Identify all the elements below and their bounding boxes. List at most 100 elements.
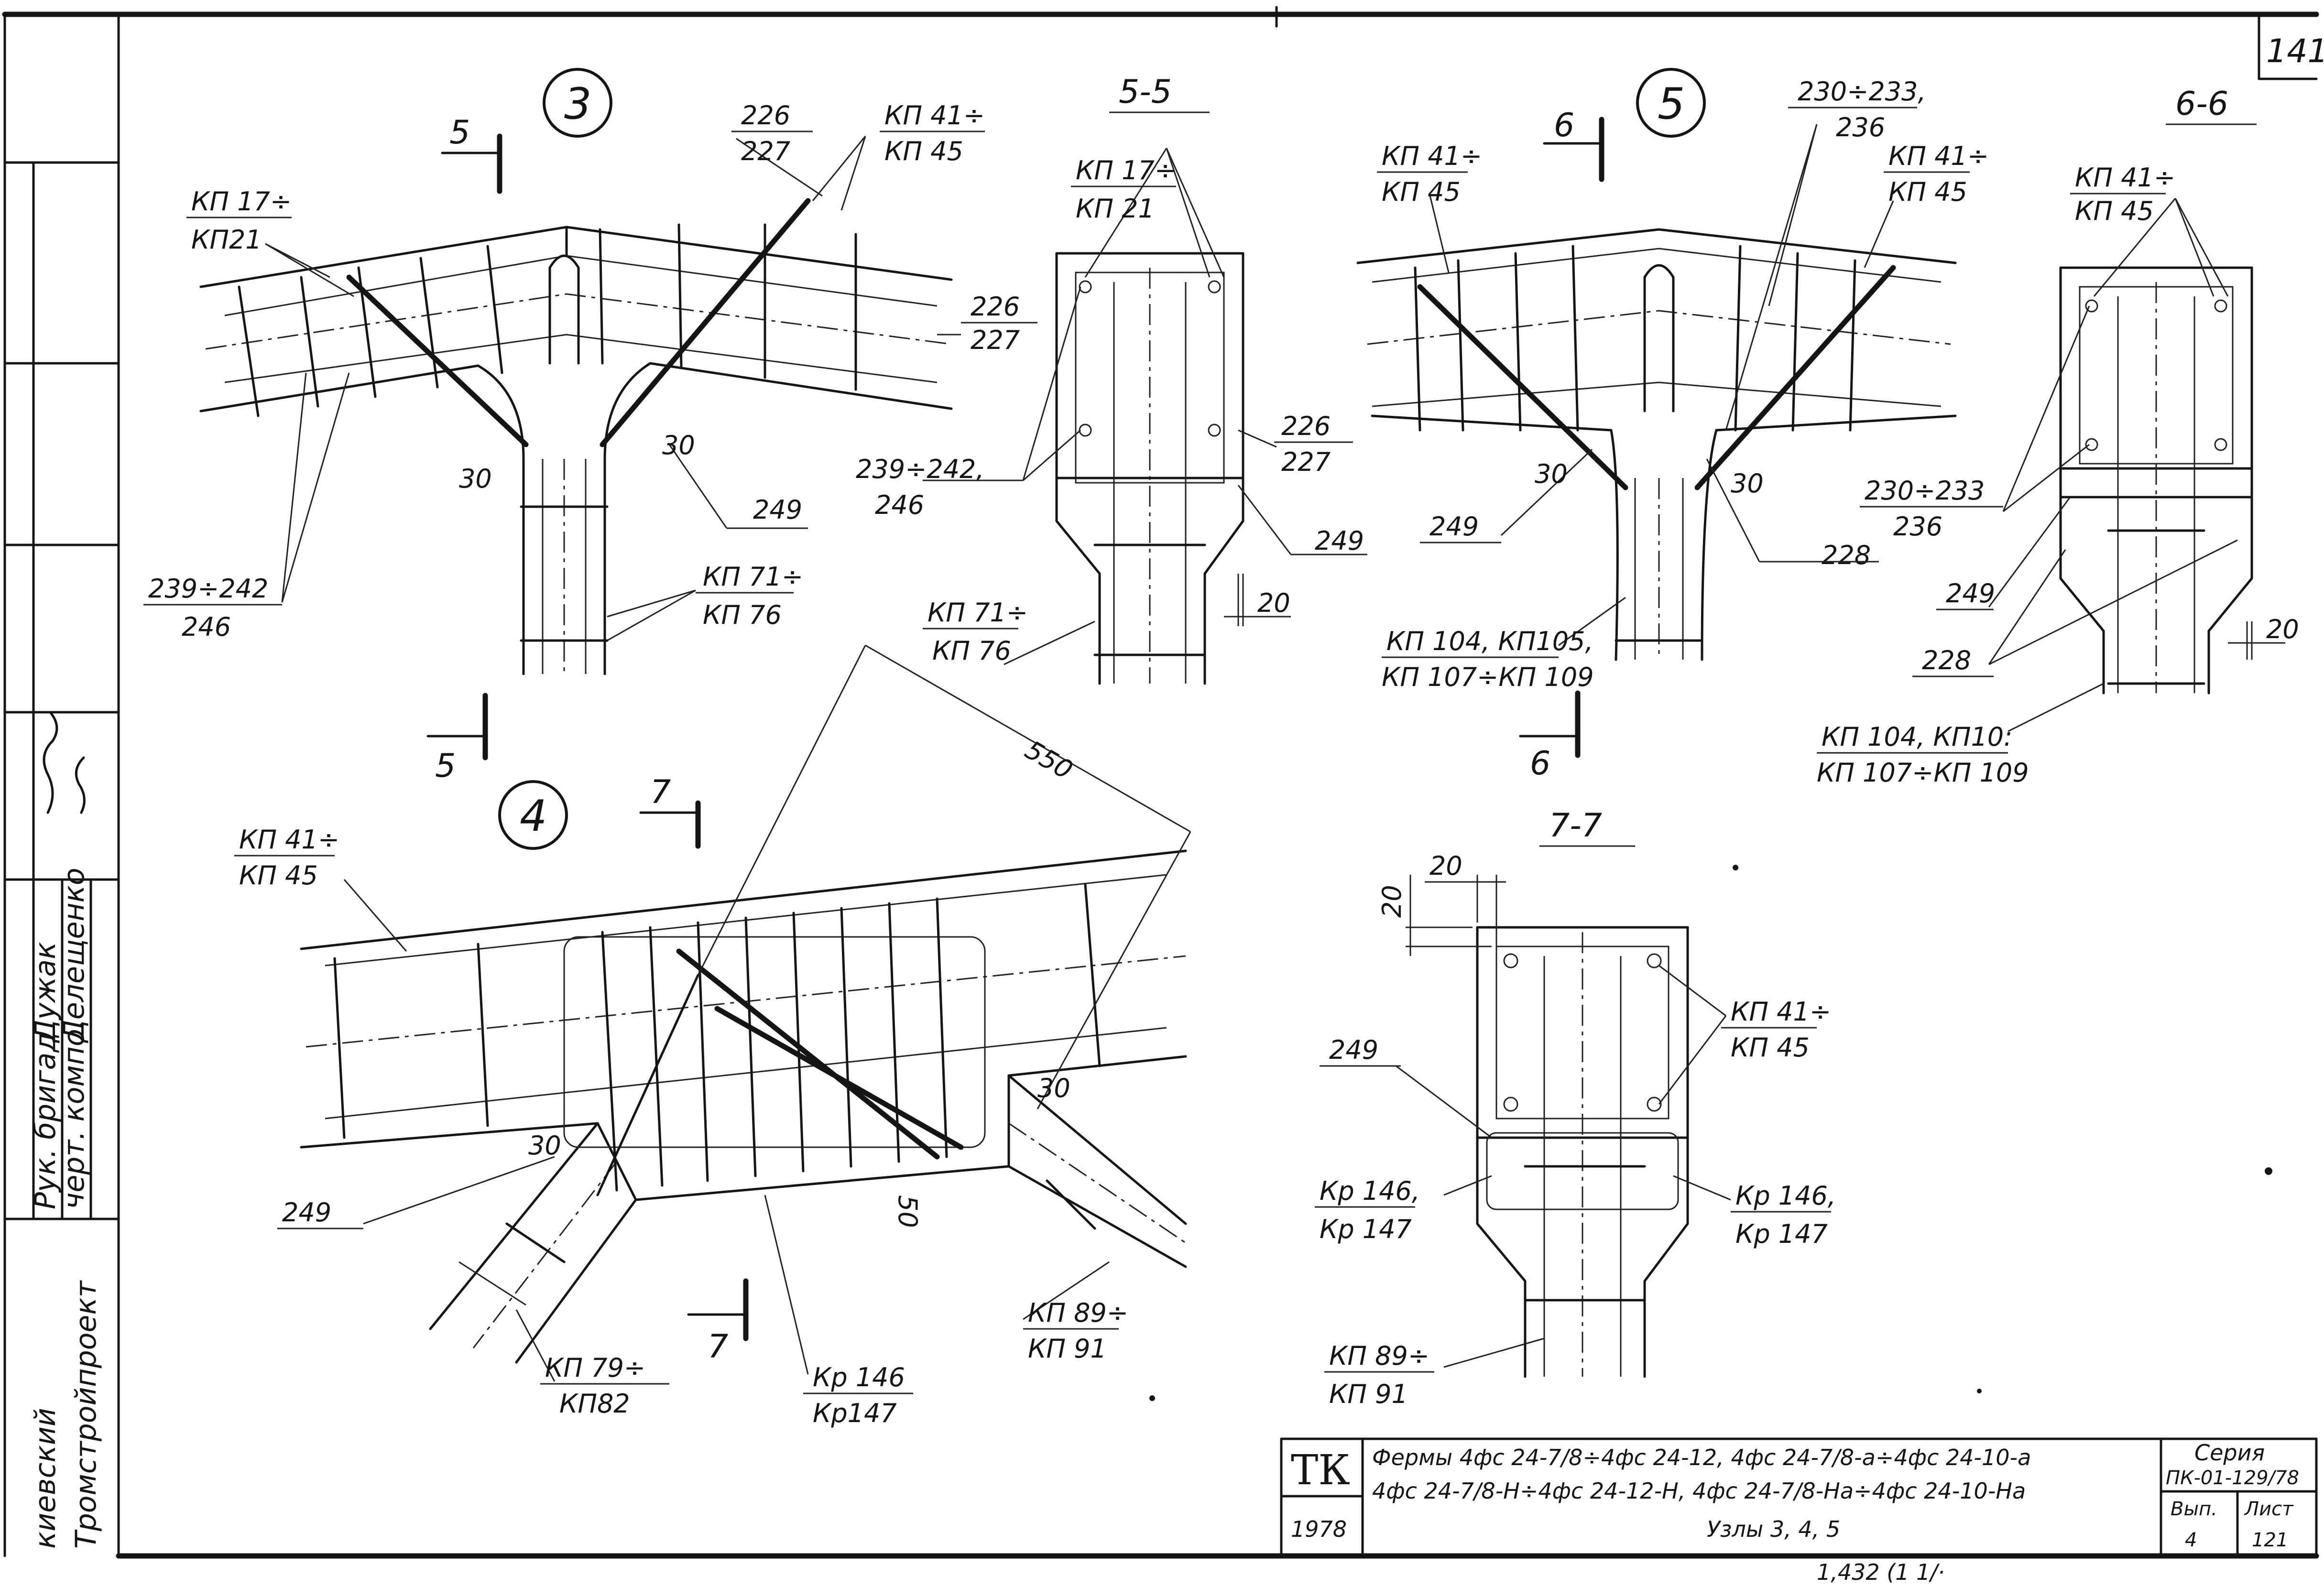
sheet-frame — [2, 6, 2319, 1559]
section-7-7: 7-7 20 20 КП 41÷ КП 45 249 — [1315, 807, 1836, 1409]
n5-30-right: 30 — [1731, 468, 1764, 499]
s55-kp76-bot: КП 76 — [932, 636, 1011, 666]
n4-kp79-top: КП 79÷ — [545, 1353, 645, 1383]
node-3-marker: 3 — [564, 79, 591, 129]
s55-d20: 20 — [1257, 588, 1290, 618]
s55-227-bot: 227 — [1281, 447, 1331, 477]
n3-226b-top: 226 — [971, 292, 1020, 322]
n3-227-bot: 227 — [741, 136, 790, 166]
s77-kr147l-bot: Кр 147 — [1320, 1214, 1412, 1244]
n5-30-left: 30 — [1535, 459, 1568, 489]
stamp-role-2: черт. компо. — [57, 1020, 91, 1209]
n4-30-right: 30 — [1037, 1073, 1070, 1103]
n4-kp45-bot: КП 45 — [239, 860, 318, 891]
s66-d20: 20 — [2266, 614, 2299, 644]
title-block-tk: ТК — [1291, 1446, 1350, 1494]
s66-kp45-bot: КП 45 — [2075, 196, 2154, 226]
node-3: 3 5 5 — [143, 68, 1037, 785]
s66-kp107-bot: КП 107÷КП 109 — [1817, 758, 2029, 788]
node-3-marker-circle — [543, 68, 612, 138]
node-5-marker: 5 — [1658, 79, 1685, 129]
stamp-name-2: Делещенко — [57, 868, 91, 1044]
s55-kp71-top: КП 71÷ — [927, 598, 1028, 628]
stamp-org: Тромстройпроект — [69, 1280, 103, 1549]
s55-249: 249 — [1315, 526, 1364, 556]
s77-kp45-bot: КП 45 — [1731, 1033, 1810, 1063]
n4-kp41-top: КП 41÷ — [239, 825, 339, 855]
n4-kp82-bot: КП82 — [559, 1389, 630, 1419]
n4-d550: 550 — [1020, 735, 1078, 785]
s55-246-bot: 246 — [875, 490, 924, 520]
node-5: 5 6 6 230÷233, — [1356, 68, 1989, 783]
n5-236-bot: 236 — [1836, 112, 1885, 142]
s55-239-top: 239÷242, — [856, 454, 984, 484]
n4-kp89-top: КП 89÷ — [1028, 1298, 1128, 1328]
n5-kp41b-top: КП 41÷ — [1888, 141, 1989, 171]
n4-kr147-bot: Кр147 — [813, 1398, 897, 1428]
sheet-number-box: 141 — [2258, 13, 2324, 80]
title-block-sheet-label: Лист — [2244, 1498, 2294, 1520]
s55-226-top: 226 — [1281, 411, 1331, 441]
node-3-section-mark-bottom: 5 — [435, 747, 456, 785]
s77-kp91-bot: КП 91 — [1329, 1379, 1408, 1409]
s77-kp41-top: КП 41÷ — [1731, 997, 1831, 1027]
n3-kp76-bot: КП 76 — [703, 600, 782, 630]
title-block-series-value: ПК-01-129/78 — [2166, 1467, 2299, 1489]
title-block-line-2: 4фс 24-7/8-Н÷4фс 24-12-Н, 4фс 24-7/8-На÷… — [1372, 1478, 2026, 1504]
section-6-6: 6-6 КП 41÷ КП 45 230÷233 236 249 — [1817, 85, 2299, 788]
n3-kp71-top: КП 71÷ — [703, 562, 803, 592]
s66-249: 249 — [1946, 578, 1995, 609]
n5-228: 228 — [1822, 540, 1871, 570]
node-3-section-mark-top: 5 — [449, 114, 470, 152]
title-block-issue-value: 4 — [2185, 1529, 2197, 1551]
sheet-number: 141 — [2266, 33, 2324, 70]
s66-kp104-top: КП 104, КП10: — [1822, 722, 2012, 752]
title-block-line-1: Фермы 4фс 24-7/8÷4фс 24-12, 4фс 24-7/8-а… — [1372, 1445, 2031, 1470]
n3-kp41-top: КП 41÷ — [884, 100, 985, 130]
node-5-section-mark-top: 6 — [1554, 107, 1574, 144]
n3-249: 249 — [753, 495, 802, 525]
node-4: 4 7 7 — [234, 644, 1191, 1428]
title-block-year: 1978 — [1291, 1516, 1347, 1542]
n4-d50: 50 — [893, 1195, 923, 1228]
title-block: ТК 1978 Фермы 4фс 24-7/8÷4фс 24-12, 4фс … — [1280, 1437, 2318, 1557]
n5-230-top: 230÷233, — [1798, 76, 1926, 107]
section-6-6-title: 6-6 — [2175, 85, 2228, 123]
n5-249: 249 — [1429, 511, 1479, 542]
n4-kp91-bot: КП 91 — [1028, 1334, 1107, 1364]
s77-kr146r-top: Кр 146, — [1735, 1181, 1836, 1211]
s77-kp89-top: КП 89÷ — [1329, 1341, 1429, 1371]
n5-kp45a-bot: КП 45 — [1382, 177, 1461, 207]
s77-d20-v: 20 — [1377, 885, 1407, 918]
stamp-org-2: киевский — [29, 1408, 62, 1549]
n3-30-left: 30 — [459, 464, 492, 494]
n5-kp41a-top: КП 41÷ — [1382, 141, 1482, 171]
node-4-section-mark-bottom: 7 — [708, 1328, 728, 1366]
node-4-marker: 4 — [520, 791, 547, 841]
n5-kp104-top: КП 104, КП105, — [1386, 626, 1593, 656]
stamp-name-1: Дужак — [29, 942, 62, 1044]
n5-kp45b-bot: КП 45 — [1888, 177, 1967, 207]
title-block-sheet-value: 121 — [2252, 1529, 2288, 1551]
s77-d20-h: 20 — [1429, 851, 1462, 881]
s66-230-top: 230÷233 — [1865, 476, 1985, 506]
n3-227b-bot: 227 — [971, 325, 1020, 355]
title-block-line-3: Узлы 3, 4, 5 — [1707, 1516, 1840, 1542]
s77-249: 249 — [1329, 1035, 1378, 1065]
n3-246-bot: 246 — [182, 612, 231, 642]
title-block-issue-label: Вып. — [2171, 1498, 2217, 1520]
n3-kp17-bot: КП21 — [191, 225, 262, 255]
s66-236-bot: 236 — [1893, 511, 1942, 542]
s55-kp21-bot: КП 21 — [1076, 194, 1155, 224]
section-5-5: 5-5 КП 17÷ КП 21 239÷242, 246 226 22 — [856, 73, 1367, 685]
s77-kr146l-top: Кр 146, — [1320, 1176, 1420, 1206]
s66-228: 228 — [1922, 645, 1971, 675]
n5-kp107-bot: КП 107÷КП 109 — [1382, 662, 1594, 692]
n3-kp17-top: КП 17÷ — [191, 186, 292, 217]
n3-kp45-bot: КП 45 — [884, 136, 963, 166]
node-5-section-mark-bottom: 6 — [1530, 745, 1550, 783]
section-5-5-title: 5-5 — [1119, 73, 1172, 111]
n3-239-top: 239÷242 — [148, 574, 268, 604]
footer-note: 1,432 (1 1/· — [1817, 1559, 1945, 1585]
